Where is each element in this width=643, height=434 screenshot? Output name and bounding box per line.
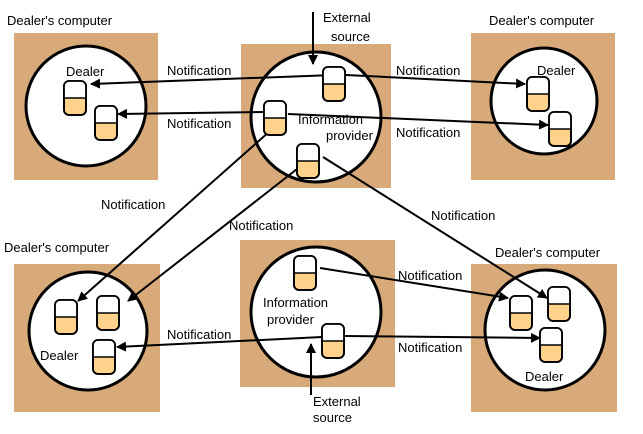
notification-arrow — [322, 156, 548, 299]
dealer-computer-title: Dealer's computer — [489, 13, 595, 28]
process-icon — [296, 143, 320, 179]
process-icon — [263, 100, 287, 136]
dealer-computer-title: Dealer's computer — [4, 240, 110, 255]
process-icon — [321, 323, 345, 359]
process-icon — [509, 295, 533, 331]
process-icon — [63, 80, 87, 116]
dealer-label: Dealer — [66, 64, 105, 79]
information-provider-label: Information provider — [263, 295, 332, 327]
dealer-label: Dealer — [525, 369, 564, 384]
process-icon — [94, 105, 118, 141]
notification-label: Notification — [167, 327, 231, 342]
dealer-label: Dealer — [537, 63, 576, 78]
notification-arrow — [117, 108, 269, 119]
notification-arrow — [344, 332, 541, 343]
dealer-label: Dealer — [40, 348, 79, 363]
process-icon — [96, 295, 120, 331]
process-icon — [548, 111, 572, 147]
process-icon — [547, 286, 571, 322]
process-icon — [92, 339, 116, 375]
process-icon — [54, 299, 78, 335]
process-icon — [293, 255, 317, 291]
notification-label: Notification — [167, 63, 231, 78]
process-icon — [526, 76, 550, 112]
process-icons — [54, 66, 572, 375]
notification-label: Notification — [398, 268, 462, 283]
notification-label: Notification — [396, 125, 460, 140]
notification-arrow — [90, 74, 335, 89]
notification-label: Notification — [167, 116, 231, 131]
dealer-computer-bottom-left — [14, 264, 160, 412]
arrows — [77, 12, 549, 395]
notification-arrow — [319, 267, 509, 302]
notification-arrow — [77, 130, 271, 302]
provider-computer-bottom — [240, 240, 395, 387]
process-icon — [322, 66, 346, 102]
notification-label: Notification — [396, 63, 460, 78]
dealer-computer-title: Dealer's computer — [7, 13, 113, 28]
dealer-computer-title: Dealer's computer — [495, 245, 601, 260]
notification-label: Notification — [398, 340, 462, 355]
process-icon — [539, 327, 563, 363]
notification-label: Notification — [101, 197, 165, 212]
notification-arrow — [116, 336, 323, 352]
notification-label: Notification — [431, 208, 495, 223]
notification-label: Notification — [229, 218, 293, 233]
notification-arrow — [287, 113, 549, 130]
notification-arrow — [345, 74, 526, 89]
external-source-label: External source — [313, 394, 364, 425]
notification-arrow — [127, 161, 307, 302]
external-source-label: External source — [323, 10, 374, 44]
